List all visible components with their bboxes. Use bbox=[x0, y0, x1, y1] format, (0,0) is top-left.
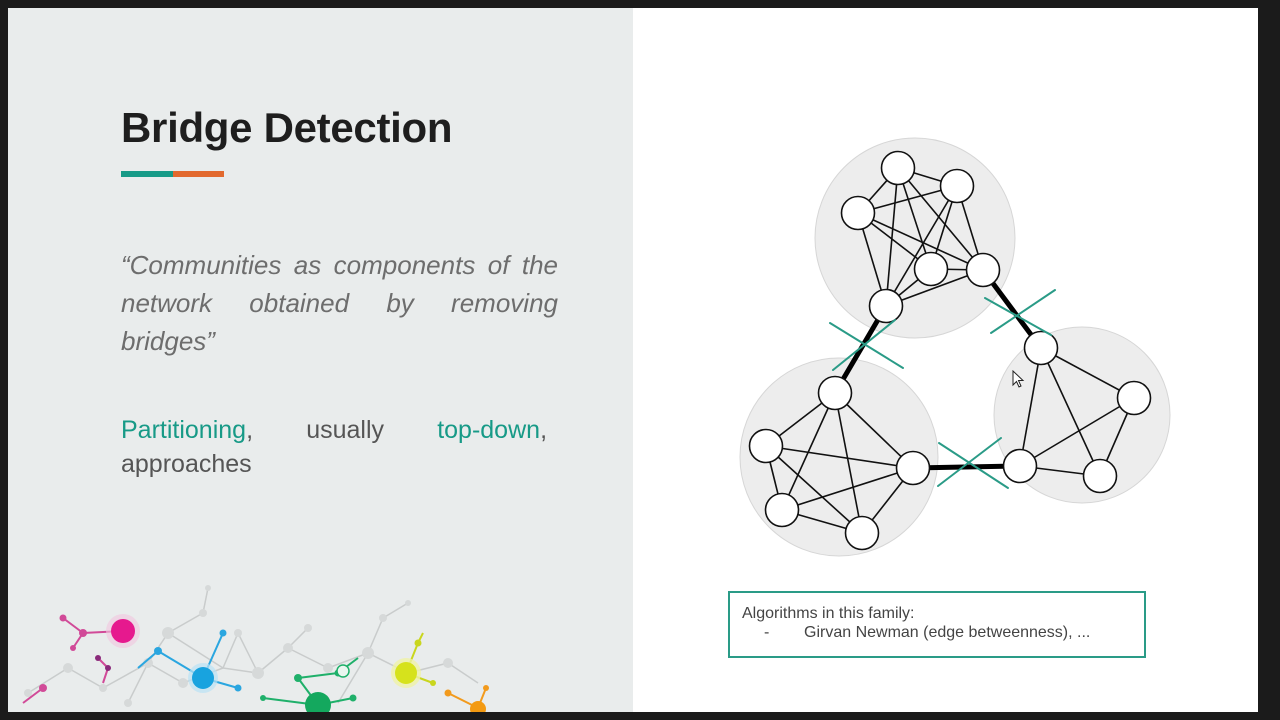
algorithm-name: Girvan Newman (edge betweenness), ... bbox=[804, 624, 1091, 641]
title-accent-orange bbox=[173, 171, 224, 177]
approach-text: Partitioning, usually top-down, approach… bbox=[121, 413, 547, 481]
node bbox=[840, 195, 876, 231]
definition-quote: “Communities as components of the networ… bbox=[121, 250, 558, 356]
term-partitioning: Partitioning bbox=[121, 416, 247, 444]
graph-nodes bbox=[748, 150, 1152, 551]
mouse-cursor-icon bbox=[1012, 370, 1025, 388]
node bbox=[817, 375, 853, 411]
list-item: - Girvan Newman (edge betweenness), ... bbox=[742, 624, 1144, 642]
cut-marks bbox=[829, 289, 1056, 489]
slide: Bridge Detection “Communities as compone… bbox=[8, 8, 1258, 712]
comma: , bbox=[540, 416, 548, 444]
title-accent-teal bbox=[121, 171, 173, 177]
node bbox=[764, 492, 800, 528]
bridge-graph-diagram bbox=[739, 137, 1171, 557]
node bbox=[965, 252, 1001, 288]
algorithms-box: Algorithms in this family: - Girvan Newma… bbox=[728, 591, 1146, 658]
node bbox=[1082, 458, 1118, 494]
node bbox=[895, 450, 931, 486]
node bbox=[913, 251, 949, 287]
word-approaches: approaches bbox=[121, 450, 252, 478]
word-usually: usually bbox=[306, 416, 385, 444]
node bbox=[939, 168, 975, 204]
algorithms-heading: Algorithms in this family: bbox=[742, 605, 915, 622]
list-bullet: - bbox=[764, 624, 770, 641]
node bbox=[1023, 330, 1059, 366]
slide-title: Bridge Detection bbox=[121, 104, 453, 151]
node bbox=[748, 428, 784, 464]
node bbox=[880, 150, 916, 186]
node bbox=[844, 515, 880, 551]
community-hull-right bbox=[993, 326, 1171, 504]
node bbox=[1116, 380, 1152, 416]
node bbox=[868, 288, 904, 324]
comma: , bbox=[246, 416, 254, 444]
node bbox=[1002, 448, 1038, 484]
network-decoration-icon bbox=[22, 585, 489, 712]
left-panel: Bridge Detection “Communities as compone… bbox=[8, 8, 633, 712]
term-top-down: top-down bbox=[437, 416, 541, 444]
